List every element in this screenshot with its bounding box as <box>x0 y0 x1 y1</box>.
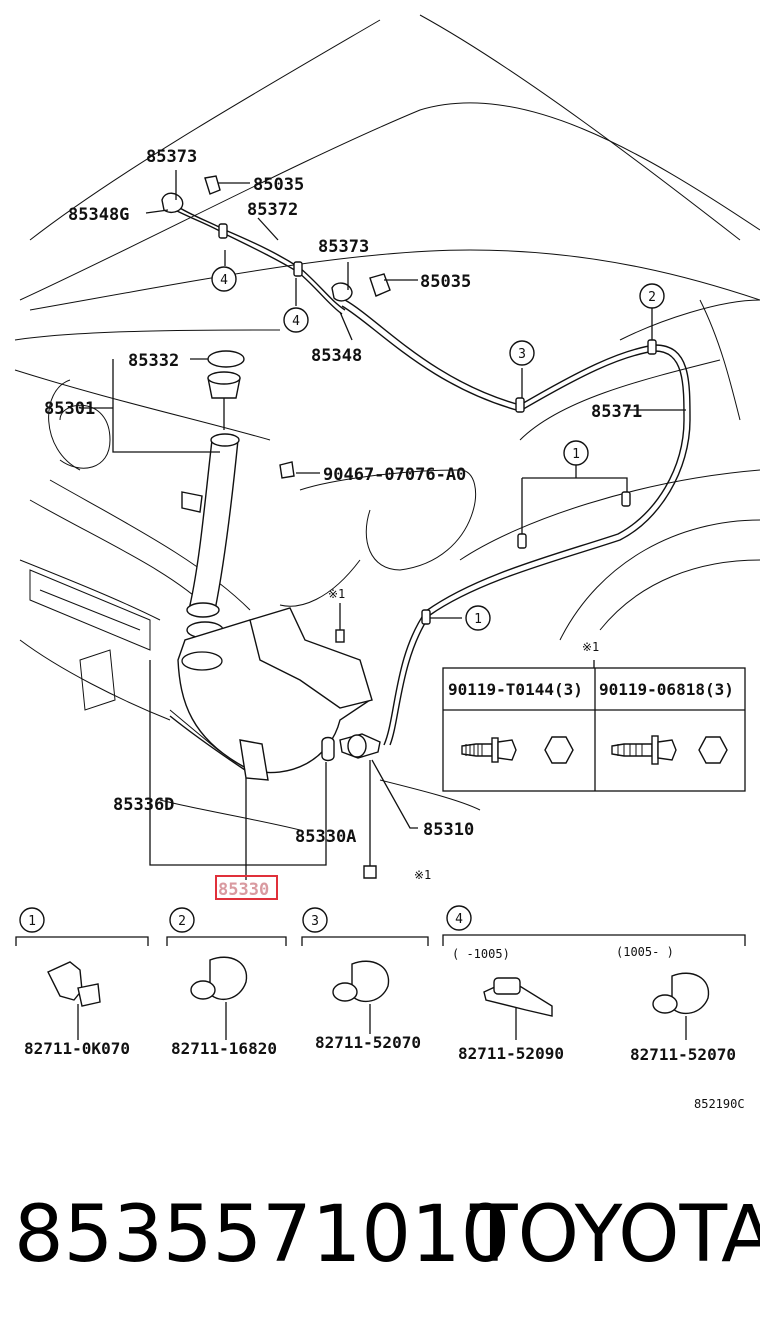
leader-lines <box>80 170 686 880</box>
label-star1-mid: ※1 <box>582 640 599 654</box>
ref-circle-1b-num: 1 <box>474 612 482 627</box>
ref-circle-1a-num: 1 <box>572 447 580 462</box>
label-star1-top: ※1 <box>328 587 345 601</box>
clip4b-drawing <box>652 972 710 1040</box>
washer-nozzles <box>161 175 391 302</box>
clip-legend: 1 2 3 4 82711-0K070 82711-16820 82711-52… <box>15 905 746 1064</box>
label-85332: 85332 <box>128 351 179 371</box>
clip4a-range: ( -1005) <box>452 947 510 961</box>
hose-clips-inline <box>218 223 657 625</box>
label-85372: 85372 <box>247 200 298 220</box>
clip4a-drawing <box>483 977 553 1040</box>
hex-nut-icon-1 <box>544 736 574 764</box>
label-85348G: 85348G <box>68 205 129 225</box>
label-85330: 85330 <box>218 880 269 900</box>
fastener-table: 90119-T0144(3) 90119-06818(3) <box>442 667 746 792</box>
ref-circle-4b <box>283 307 309 333</box>
clip3-ref: 3 <box>311 914 319 929</box>
clip4b-range: (1005- ) <box>616 945 674 959</box>
label-90467: 90467-07076-A0 <box>323 465 466 485</box>
label-85373-mid: 85373 <box>318 237 369 257</box>
vehicle-body-outline <box>14 14 760 831</box>
clip3-part-number: 82711-52070 <box>315 1033 421 1052</box>
ref-circle-3-num: 3 <box>518 347 526 362</box>
ref-circle-1a <box>563 440 589 466</box>
fastener-col1-label: 90119-T0144(3) <box>448 680 583 699</box>
label-star1-bolt: ※1 <box>414 868 431 882</box>
clip2-ref-circle <box>169 907 195 933</box>
clip2-ref: 2 <box>178 914 186 929</box>
ref-circle-2 <box>639 283 665 309</box>
ref-circle-3 <box>509 340 535 366</box>
ref-circle-4b-num: 4 <box>292 314 300 329</box>
label-85371: 85371 <box>591 402 642 422</box>
fastener-col2-label: 90119-06818(3) <box>599 680 734 699</box>
label-85348: 85348 <box>311 346 362 366</box>
hex-nut-icon-2 <box>698 736 728 764</box>
clip4-ref-circle <box>446 905 472 931</box>
bolt-flange-icon <box>461 737 517 763</box>
clip4-ref: 4 <box>455 912 463 927</box>
clip3-drawing <box>332 960 390 1034</box>
clip1-part-number: 82711-0K070 <box>24 1039 130 1058</box>
highlight-box <box>215 875 278 900</box>
clip2-part-number: 82711-16820 <box>171 1039 277 1058</box>
label-85336D: 85336D <box>113 795 174 815</box>
clip4b-part-number: 82711-52070 <box>630 1045 736 1064</box>
washer-tank-assembly <box>169 350 381 879</box>
diagram-code: 852190C <box>694 1097 745 1111</box>
brand-title: TOYOTA <box>470 1190 760 1280</box>
clip2-drawing <box>190 956 248 1040</box>
callout-labels: 85373 85035 85348G 85372 85373 85035 853… <box>44 147 642 900</box>
ref-circle-1b <box>465 605 491 631</box>
clip1-drawing <box>47 961 101 1040</box>
clip3-ref-circle <box>302 907 328 933</box>
clip4a-part-number: 82711-52090 <box>458 1044 564 1063</box>
label-85301: 85301 <box>44 399 95 419</box>
bolt-washer-icon <box>611 735 677 765</box>
part-number-title: 8535571010 <box>14 1190 511 1280</box>
label-85330A: 85330A <box>295 827 356 847</box>
label-85373-top: 85373 <box>146 147 197 167</box>
ref-circle-2-num: 2 <box>648 290 656 305</box>
label-85035-mid: 85035 <box>420 272 471 292</box>
clip1-ref-circle <box>19 907 45 933</box>
ref-circle-4a <box>211 266 237 292</box>
clip1-ref: 1 <box>28 914 36 929</box>
label-85035-top: 85035 <box>253 175 304 195</box>
ref-circle-4a-num: 4 <box>220 273 228 288</box>
ref-circles: 4 4 3 2 1 1 <box>211 266 665 631</box>
label-85310: 85310 <box>423 820 474 840</box>
